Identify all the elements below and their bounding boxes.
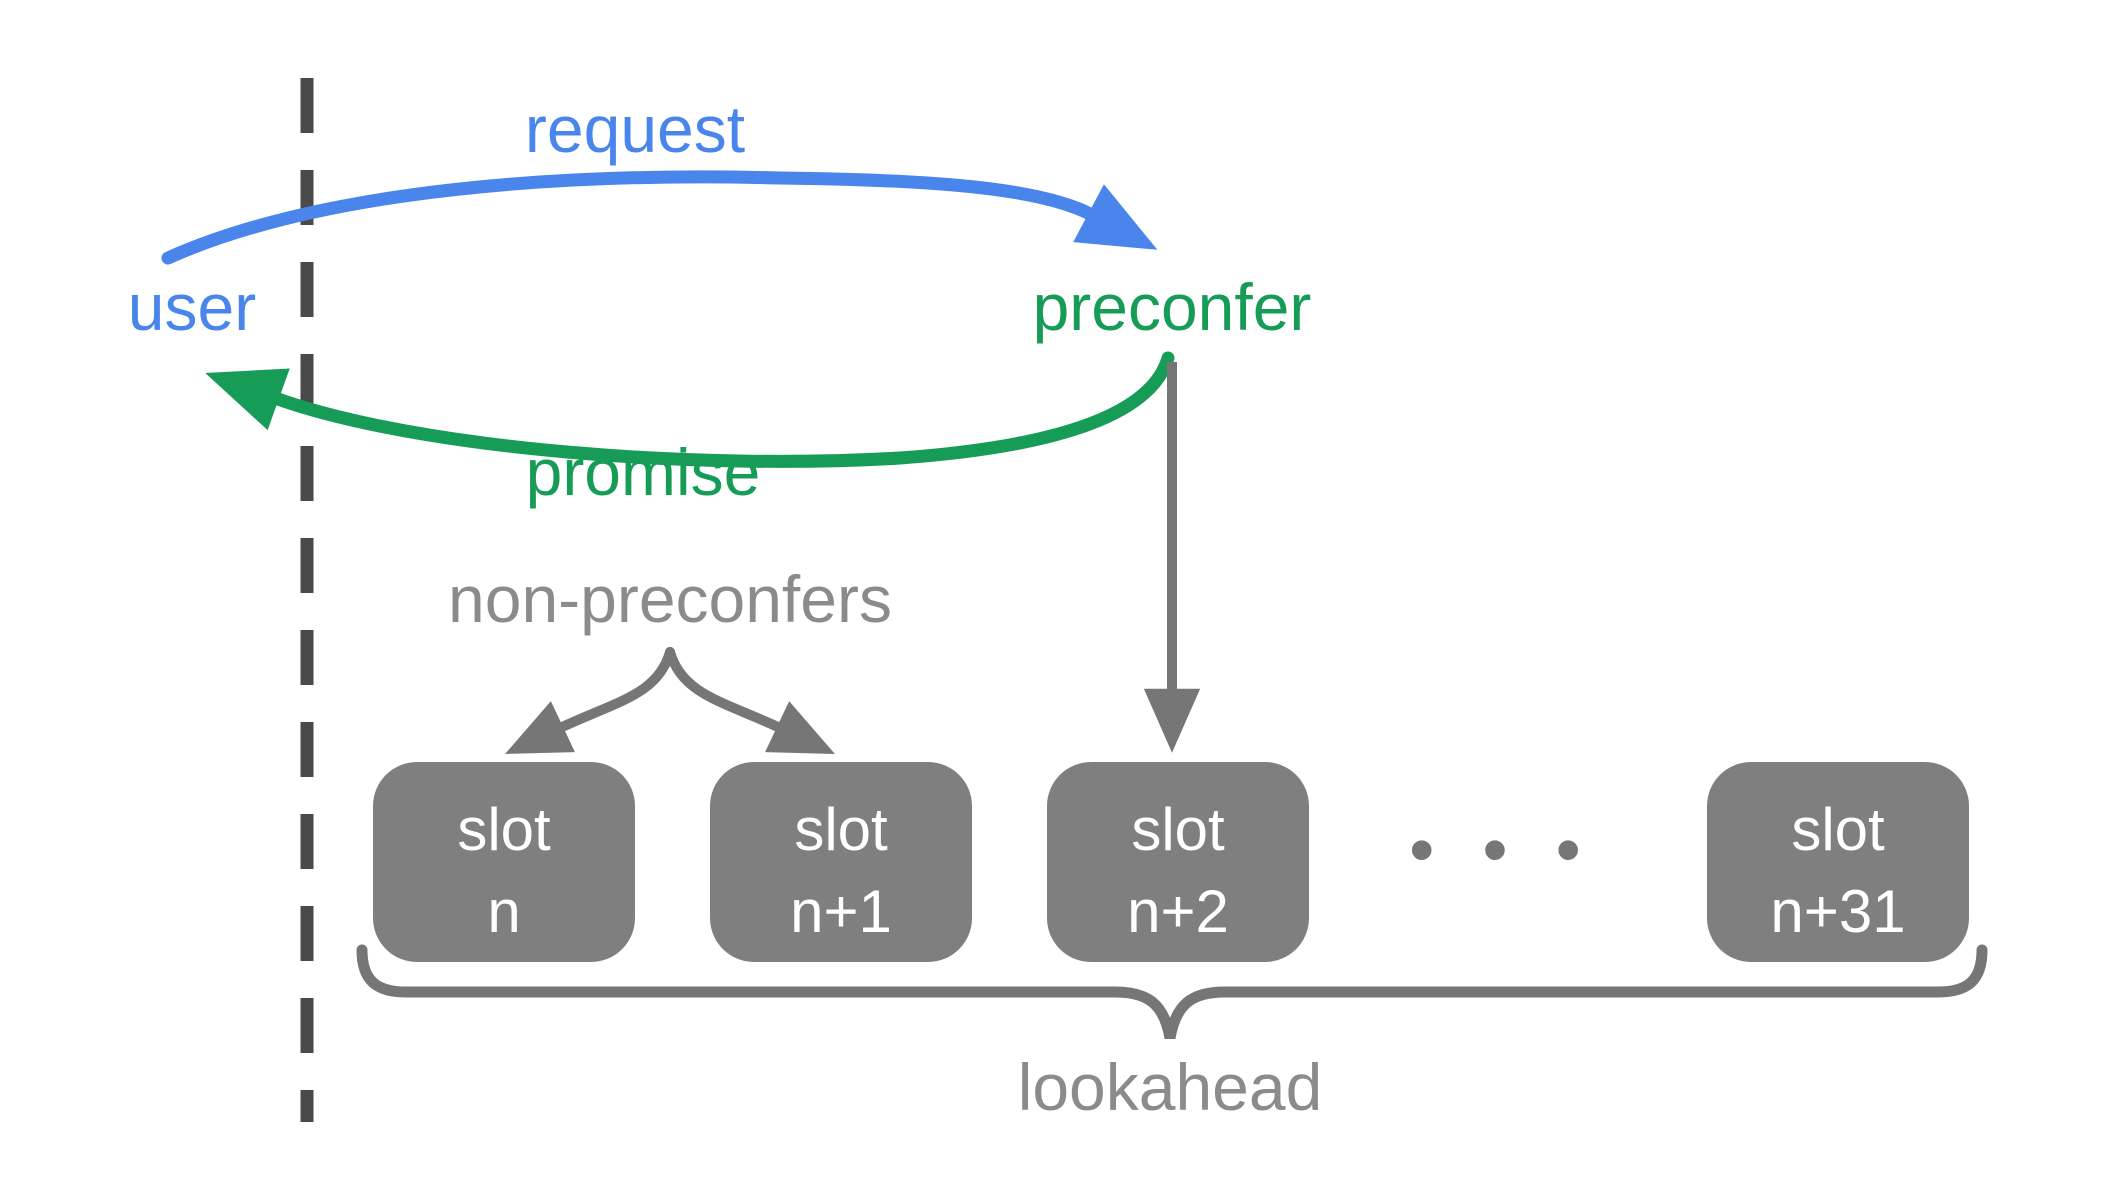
slot-box-n: slot n [373, 762, 635, 962]
slot-box-n2: slot n+2 [1047, 762, 1309, 962]
non-preconfer-arrow-right [665, 647, 835, 754]
slot-label-line2: n+2 [1127, 878, 1229, 945]
non-preconfer-arrow-left [505, 647, 675, 754]
slot-rect [1707, 762, 1969, 962]
slot-rect [710, 762, 972, 962]
slot-label-line2: n+1 [790, 878, 892, 945]
lookahead-label: lookahead [1018, 1050, 1323, 1124]
slot-label-line2: n+31 [1770, 878, 1905, 945]
slot-rect [373, 762, 635, 962]
slot-rect [1047, 762, 1309, 962]
slot-label-line2: n [487, 878, 520, 945]
slot-box-n31: slot n+31 [1707, 762, 1969, 962]
lookahead-brace [356, 944, 1988, 1040]
request-label: request [525, 92, 745, 166]
preconfer-label: preconfer [1033, 270, 1312, 344]
non-preconfers-label: non-preconfers [448, 562, 892, 636]
promise-arrow [205, 351, 1175, 468]
slot-label-line1: slot [1791, 796, 1885, 863]
ellipsis-icon: • • • [1409, 810, 1595, 890]
slot-label-line1: slot [794, 796, 888, 863]
user-label: user [128, 270, 256, 344]
slot-label-line1: slot [1131, 796, 1225, 863]
promise-label: promise [526, 435, 761, 509]
slot-label-line1: slot [457, 796, 551, 863]
request-arrow [161, 170, 1158, 265]
slot-row: slot n slot n+1 slot n+2 • • • slot n+31 [373, 762, 1969, 962]
slot-box-n1: slot n+1 [710, 762, 972, 962]
